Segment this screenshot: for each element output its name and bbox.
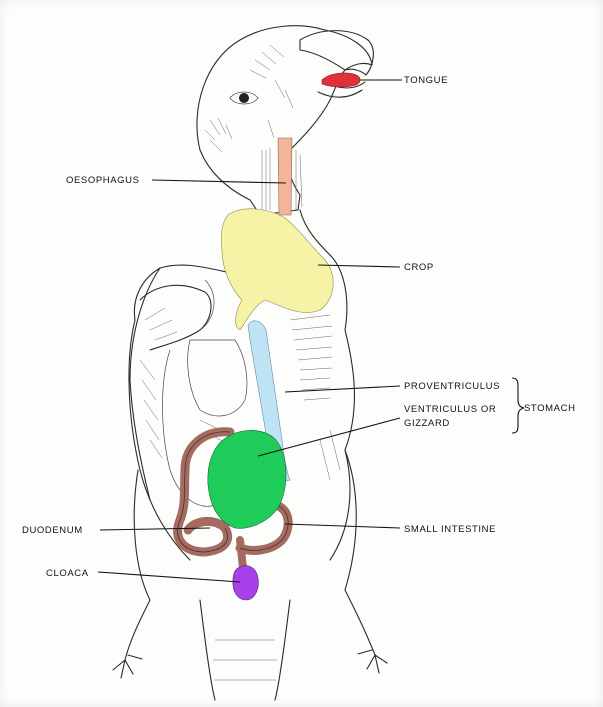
stomach-brace xyxy=(511,377,525,434)
cloaca-leader xyxy=(97,571,241,583)
cloaca-organ xyxy=(232,565,259,601)
crop-organ xyxy=(220,208,334,331)
label-duodenum: DUODENUM xyxy=(22,525,83,536)
oesophagus-leader xyxy=(151,179,287,184)
ventriculus-leader xyxy=(257,417,401,457)
tongue-organ xyxy=(321,72,361,88)
label-stomach: STOMACH xyxy=(524,403,576,414)
label-cloaca: CLOACA xyxy=(46,568,89,579)
leader-lines xyxy=(97,79,525,583)
label-gizzard: GIZZARD xyxy=(404,418,450,429)
label-proventriculus: PROVENTRICULUS xyxy=(404,381,500,392)
label-tongue: TONGUE xyxy=(404,75,448,86)
label-small-intestine: SMALL INTESTINE xyxy=(404,524,496,535)
label-crop: CROP xyxy=(404,262,434,273)
small-intestine-leader xyxy=(284,523,401,529)
oesophagus-organ xyxy=(277,137,293,216)
label-ventriculus: VENTRICULUS OR xyxy=(404,404,496,415)
gizzard-organ xyxy=(207,430,287,529)
proventriculus-leader xyxy=(284,385,401,393)
label-oesophagus: OESOPHAGUS xyxy=(66,175,140,186)
crop-leader xyxy=(317,264,401,268)
duodenum-leader xyxy=(99,527,211,531)
